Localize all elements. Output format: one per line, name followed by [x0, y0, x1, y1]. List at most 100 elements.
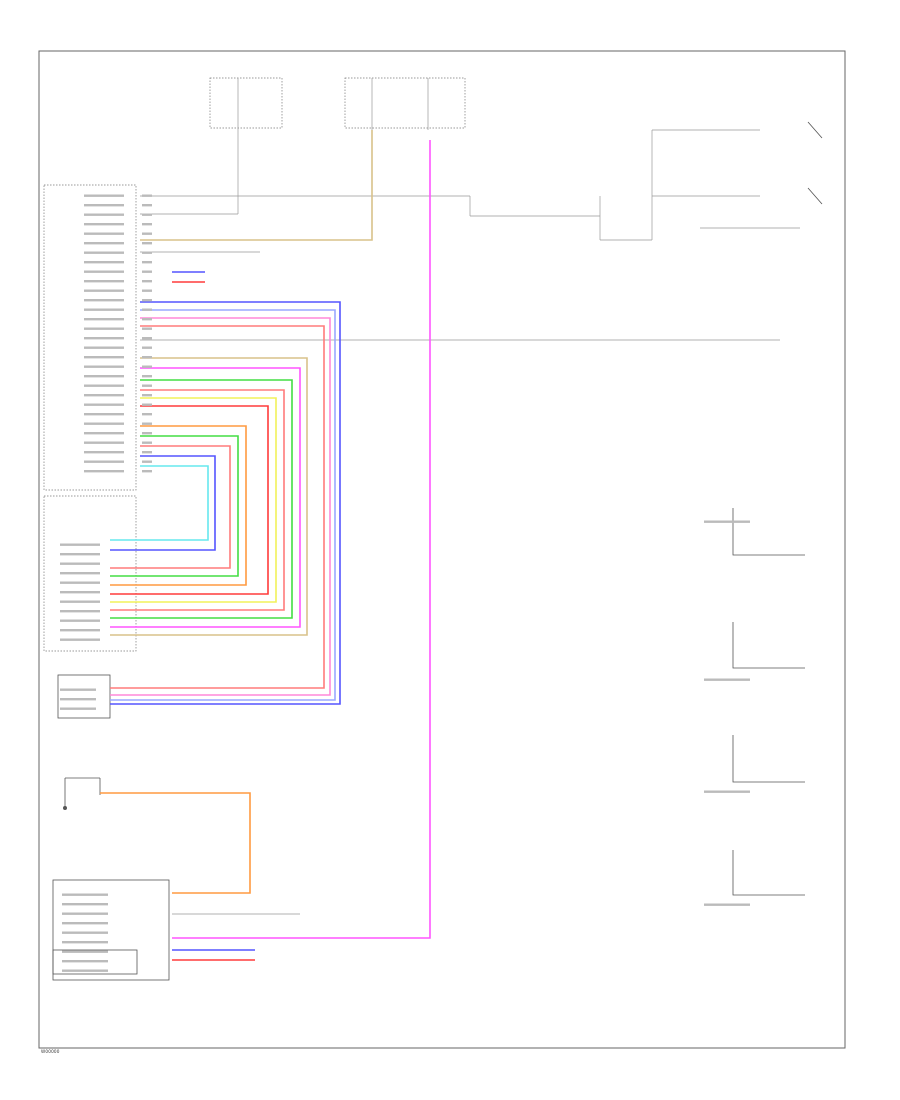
- pin-label-glyph: [142, 261, 152, 264]
- pin-label-glyph: [62, 903, 108, 906]
- pin-label-glyph: [62, 960, 108, 963]
- control-unit-mid: [43, 495, 137, 652]
- bundle-wire: [110, 325, 325, 689]
- pin-label-glyph: [142, 194, 152, 197]
- tire-sensors: [732, 508, 805, 896]
- bundle-wire: [110, 357, 308, 636]
- footer-code: W00000: [41, 1049, 60, 1054]
- pin-label-glyph: [142, 242, 152, 245]
- magenta-wire: [172, 140, 431, 939]
- pin-label-glyph: [84, 308, 124, 311]
- module-outputs: [172, 271, 300, 961]
- pin-label-glyph: [60, 562, 100, 565]
- pin-label-glyph: [62, 931, 108, 934]
- control-module-top: [43, 184, 137, 491]
- pin-label-glyph: [84, 327, 124, 330]
- pin-label-glyph: [704, 520, 750, 523]
- bundle-wire: [110, 435, 239, 577]
- pin-label-glyph: [84, 194, 124, 197]
- pin-label-glyph: [84, 365, 124, 368]
- pin-label-glyph: [142, 289, 152, 292]
- tpms-submodule: [52, 949, 138, 975]
- pin-label-glyph: [84, 422, 124, 425]
- pin-label-glyph: [60, 572, 100, 575]
- pin-label-glyph: [142, 356, 152, 359]
- pin-label-glyph: [84, 403, 124, 406]
- pin-label-glyph: [142, 327, 152, 330]
- pin-label-glyph: [142, 270, 152, 273]
- pin-label-glyph: [704, 790, 750, 793]
- bundle-wire: [110, 397, 277, 603]
- pin-label-glyph: [142, 346, 152, 349]
- pin-label-glyph: [62, 950, 108, 953]
- pin-label-glyph: [60, 553, 100, 556]
- pin-label-glyph: [142, 441, 152, 444]
- pin-label-glyph: [60, 707, 96, 710]
- pin-label-glyph: [84, 337, 124, 340]
- pin-label-glyph: [84, 451, 124, 454]
- pin-label-glyph: [62, 893, 108, 896]
- pin-label-glyph: [142, 223, 152, 226]
- pin-label-glyph: [84, 413, 124, 416]
- bundle-wire: [110, 379, 293, 619]
- pin-label-glyph: [84, 375, 124, 378]
- pin-label-glyph: [142, 422, 152, 425]
- pin-label-glyph: [84, 270, 124, 273]
- pin-label-glyph: [84, 460, 124, 463]
- pin-label-glyph: [142, 451, 152, 454]
- bundle-wire: [110, 425, 247, 586]
- pin-label-glyph: [84, 242, 124, 245]
- pin-label-glyph: [142, 299, 152, 302]
- pin-label-glyph: [84, 299, 124, 302]
- pin-label-glyph: [84, 394, 124, 397]
- pin-label-glyph: [142, 384, 152, 387]
- bundle-wire: [110, 301, 341, 705]
- bundle-wire: [110, 367, 301, 628]
- pin-label-glyph: [142, 403, 152, 406]
- pin-label-glyph: [84, 232, 124, 235]
- pin-label-glyph: [142, 280, 152, 283]
- pin-label-glyph: [84, 251, 124, 254]
- bundle-wire: [110, 465, 209, 541]
- pin-label-glyph: [142, 251, 152, 254]
- pin-label-glyph: [60, 543, 100, 546]
- pin-label-glyph: [60, 638, 100, 641]
- pin-label-glyph: [142, 470, 152, 473]
- pin-label-glyph: [84, 356, 124, 359]
- pin-label-glyph: [84, 223, 124, 226]
- pin-label-glyph: [142, 413, 152, 416]
- pin-label-glyph: [142, 394, 152, 397]
- fuse-box-left: [140, 77, 283, 215]
- pin-label-glyph: [142, 232, 152, 235]
- pin-label-glyph: [142, 318, 152, 321]
- bundle-wire: [110, 309, 336, 701]
- pin-label-glyph: [84, 213, 124, 216]
- pin-label-glyph: [60, 610, 100, 613]
- pin-label-glyph: [142, 308, 152, 311]
- diagram-frame: [38, 50, 846, 1049]
- pin-label-glyph: [84, 432, 124, 435]
- pin-label-glyph: [84, 204, 124, 207]
- pin-label-glyph: [84, 318, 124, 321]
- pin-label-glyph: [84, 280, 124, 283]
- gray-wires: [140, 195, 780, 341]
- pin-label-glyph: [60, 688, 96, 691]
- right-switch-group: [599, 121, 823, 241]
- pin-labels: [60, 194, 750, 972]
- orange-wire: [100, 792, 251, 894]
- pin-label-glyph: [60, 591, 100, 594]
- bundle-wire: [110, 455, 216, 551]
- bundle-wire: [110, 389, 285, 611]
- pin-label-glyph: [142, 204, 152, 207]
- pin-label-glyph: [84, 261, 124, 264]
- pin-label-glyph: [84, 470, 124, 473]
- pin-label-glyph: [84, 289, 124, 292]
- pin-label-glyph: [142, 337, 152, 340]
- pin-label-glyph: [60, 600, 100, 603]
- pin-label-glyph: [142, 432, 152, 435]
- pin-label-glyph: [62, 912, 108, 915]
- tpms-module: [52, 879, 170, 981]
- pin-label-glyph: [60, 581, 100, 584]
- pin-label-glyph: [62, 941, 108, 944]
- sensor-box: [57, 674, 111, 719]
